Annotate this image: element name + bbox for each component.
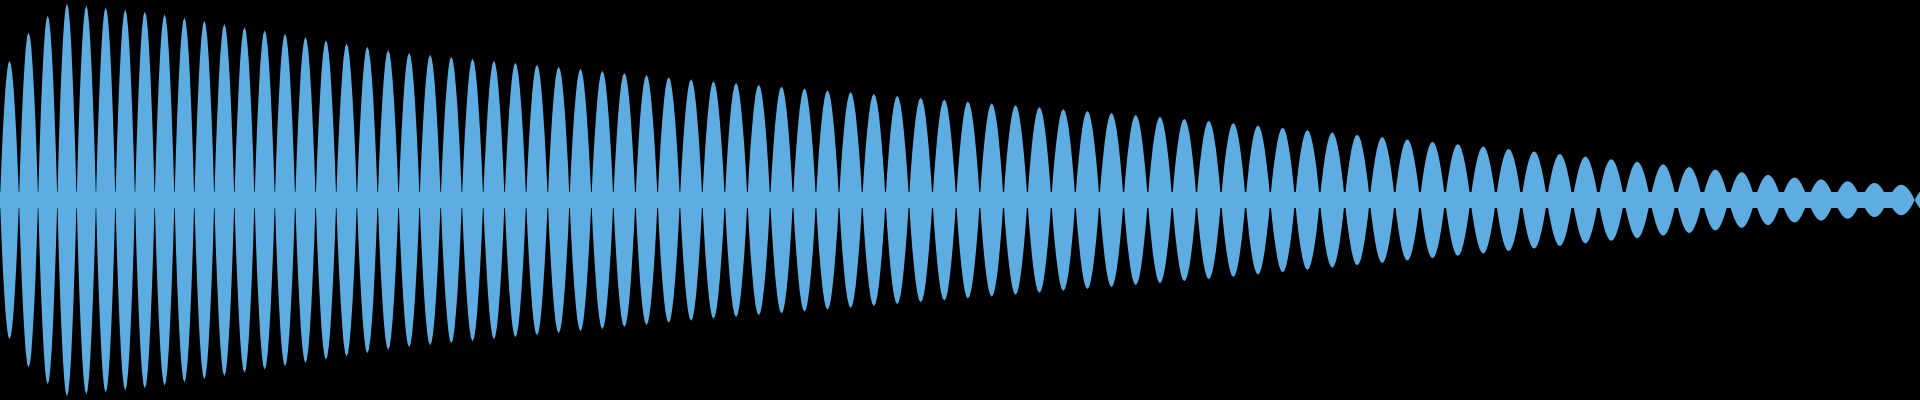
audio-waveform [0,3,1920,397]
waveform-graphic [0,3,1920,397]
